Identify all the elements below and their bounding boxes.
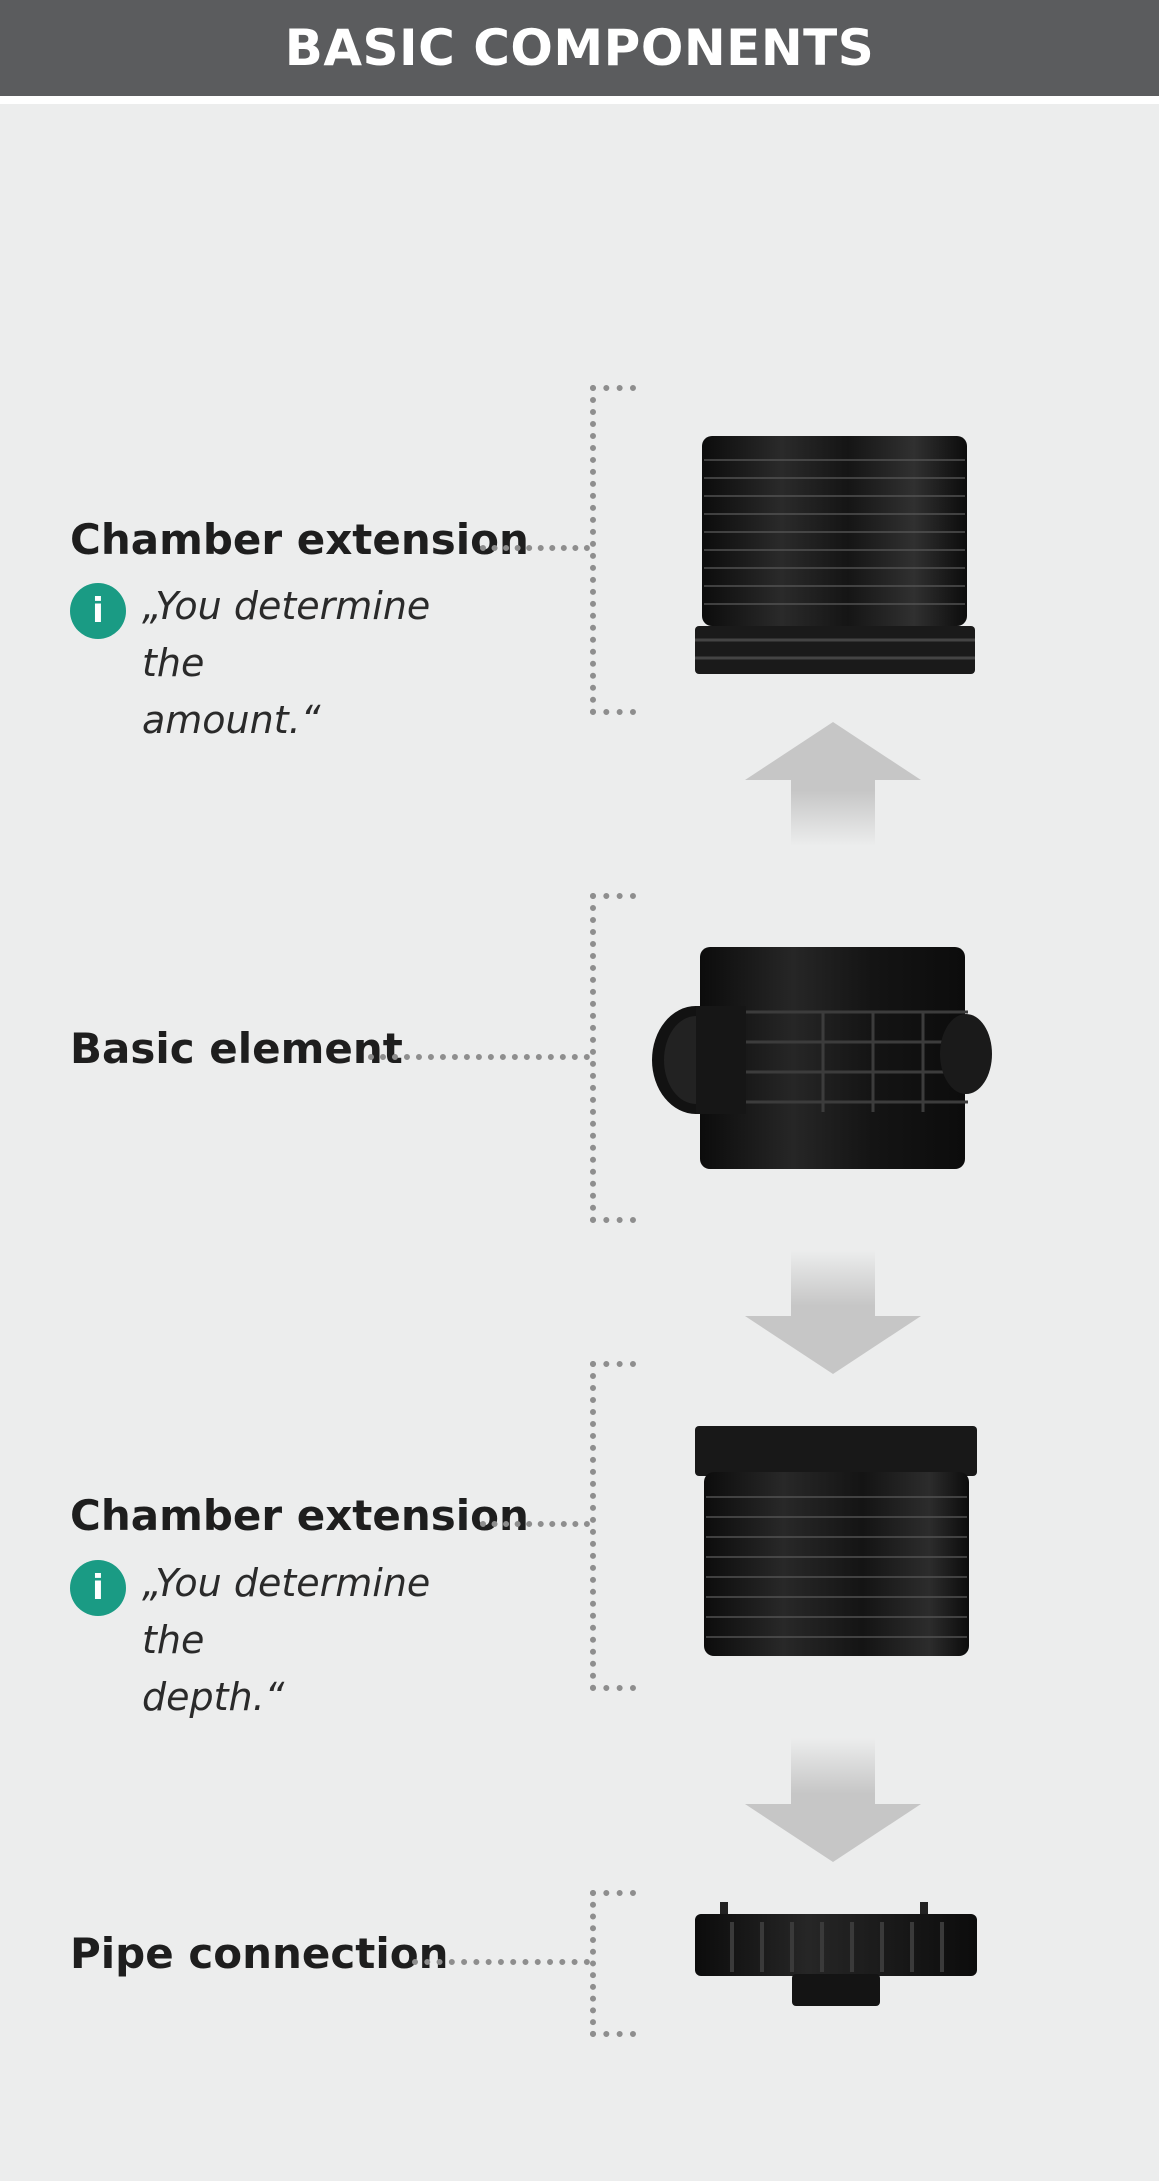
info-note-line: „You determine the [142,1561,431,1662]
info-icon: i [70,1560,126,1616]
component-label-chamber-extension-bottom: Chamber extension [70,1491,529,1540]
arrow-down-icon [745,1250,921,1374]
chamber-extension-depth-image [695,1426,977,1656]
info-icon: i [70,583,126,639]
leader-line [412,1959,590,1965]
info-note: „You determine the depth.“ [142,1555,502,1726]
leader-line [480,545,590,551]
component-label-pipe-connection: Pipe connection [70,1929,449,1978]
arrow-up-icon [745,722,921,846]
info-note-line: „You determine the [142,584,431,685]
leader-line [480,1521,590,1527]
bracket [590,385,636,715]
header-bar: BASIC COMPONENTS [0,0,1159,96]
bracket [590,1890,636,2037]
component-label-chamber-extension-top: Chamber extension [70,515,529,564]
info-note-line: depth.“ [142,1675,285,1719]
leader-line [368,1054,590,1060]
page-title: BASIC COMPONENTS [284,19,875,77]
arrow-down-icon [745,1738,921,1862]
info-note: „You determine the amount.“ [142,578,502,749]
info-note-line: amount.“ [142,698,321,742]
chamber-extension-image [695,436,975,674]
pipe-connection-image [695,1902,977,2006]
basic-element-image [652,947,992,1169]
component-label-basic-element: Basic element [70,1024,403,1073]
bracket [590,893,636,1223]
bracket [590,1361,636,1691]
